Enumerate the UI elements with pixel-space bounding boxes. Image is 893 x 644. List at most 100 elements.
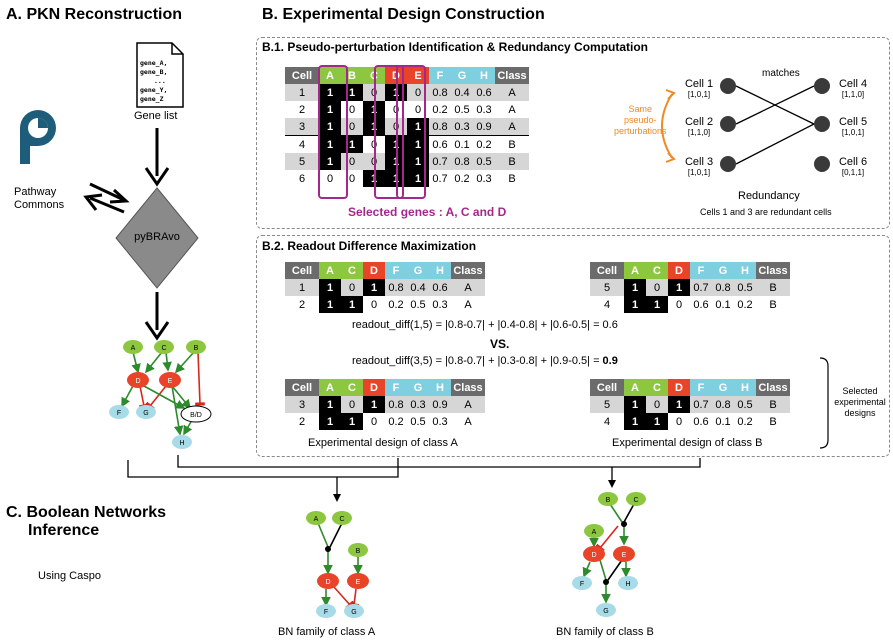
table-cell: 0.8 — [712, 396, 734, 413]
selected-line: designs — [844, 408, 876, 418]
bn-family-a: A C B D E F G — [306, 511, 369, 618]
table-cell: 3 — [285, 396, 319, 413]
pc-label-line: Pathway — [14, 186, 57, 198]
node-a — [584, 524, 604, 538]
same-line: perturbations — [614, 126, 667, 136]
table-cell: 0 — [646, 279, 668, 296]
node-label: H — [179, 440, 184, 447]
table-cell: 5 — [590, 396, 624, 413]
gene-list-document: gene_A, gene_B, ... gene_Y, gene_Z — [136, 42, 184, 108]
column-header: Cell — [590, 379, 624, 396]
table-cell: 0.5 — [407, 413, 429, 430]
node-label: B — [194, 345, 199, 352]
table-cell: 0.2 — [429, 101, 451, 118]
table-cell: A — [451, 413, 485, 430]
table-cell: 1 — [407, 153, 429, 170]
node-label: D — [325, 579, 330, 586]
table-cell: 1 — [285, 279, 319, 296]
table-cell: A — [451, 396, 485, 413]
table-cell: 0.9 — [473, 118, 495, 136]
same-pseudo-label: Same pseudo- perturbations — [614, 104, 667, 137]
column-header: C — [341, 262, 363, 279]
pybravo-label: pyBRAvo — [134, 231, 180, 243]
bn-label-a: BN family of class A — [278, 626, 376, 638]
column-header: Class — [756, 379, 790, 396]
table-cell: A — [495, 84, 529, 101]
pkn-network: A C B D E F G B/D H — [109, 340, 212, 449]
table-cell: 0.5 — [451, 101, 473, 118]
heading-c-line: C. Boolean Networks — [6, 504, 167, 521]
node-label: A — [131, 345, 136, 352]
cell3-node — [720, 156, 736, 172]
table-cell: 0.5 — [734, 396, 756, 413]
pathway-commons-logo-icon — [20, 110, 56, 164]
table-cell: 0 — [319, 170, 341, 187]
cell-vector: [1,0,1] — [687, 168, 711, 177]
column-header: E — [407, 67, 429, 84]
table-cell: 0.8 — [451, 153, 473, 170]
table-cell: 0 — [646, 396, 668, 413]
table-cell: 0.1 — [712, 413, 734, 430]
cell5-label: Cell 5 [1,0,1] — [836, 116, 870, 137]
table-cell: 0 — [341, 279, 363, 296]
cell2-label: Cell 2 [1,1,0] — [682, 116, 716, 137]
table-cell: 0.6 — [690, 296, 712, 313]
node-label: G — [603, 608, 608, 615]
matches-label: matches — [762, 68, 800, 79]
node-label: H — [625, 581, 630, 588]
table-cell: 1 — [319, 84, 341, 101]
table-cell: B — [756, 413, 790, 430]
gene-line: gene_Z — [140, 95, 164, 103]
table-cell: 0.6 — [429, 135, 451, 153]
table-cell: 0.8 — [429, 84, 451, 101]
table-cell: 0.8 — [385, 396, 407, 413]
table-cell: 1 — [646, 413, 668, 430]
node-label: F — [117, 410, 121, 417]
heading-b: B. Experimental Design Construction — [262, 6, 545, 23]
node-label: G — [143, 410, 148, 417]
cell-vector: [1,0,1] — [841, 128, 865, 137]
table-cell: 0 — [363, 413, 385, 430]
same-line: Same — [628, 104, 653, 114]
table-cell: 1 — [407, 135, 429, 153]
cell1-label: Cell 1 [1,0,1] — [682, 78, 716, 99]
panel-b2 — [256, 235, 890, 457]
node-d — [583, 546, 605, 562]
table-cell: B — [495, 170, 529, 187]
heading-b2: B.2. Readout Difference Maximization — [262, 239, 477, 253]
table-cell: 0.5 — [473, 153, 495, 170]
table-cell: 0.7 — [429, 153, 451, 170]
cell-vector: [0,1,1] — [841, 168, 865, 177]
table-cell: 0.8 — [712, 279, 734, 296]
bn-label-b: BN family of class B — [556, 626, 654, 638]
cell5-node — [814, 116, 830, 132]
selected-designs-label: Selected experimental designs — [832, 386, 888, 419]
column-header: G — [407, 262, 429, 279]
table-cell: 4 — [590, 296, 624, 313]
node-label: B — [606, 497, 611, 504]
cell1-node — [720, 78, 736, 94]
node-a — [123, 340, 143, 354]
column-header: G — [451, 67, 473, 84]
node-f — [572, 576, 592, 590]
column-header: G — [712, 379, 734, 396]
column-header: H — [734, 262, 756, 279]
column-header: H — [429, 379, 451, 396]
heading-c: C. Boolean Networks Inference — [6, 504, 166, 540]
table-cell: 0.5 — [407, 296, 429, 313]
pc-label-line: Commons — [14, 199, 65, 211]
selected-genes-label: Selected genes : A, C and D — [348, 205, 507, 219]
redundancy-caption: Cells 1 and 3 are redundant cells — [700, 207, 832, 217]
equation-1: readout_diff(1,5) = |0.8-0.7| + |0.4-0.8… — [352, 319, 618, 331]
table-cell: 1 — [624, 296, 646, 313]
column-header: A — [624, 379, 646, 396]
cell-name: Cell 6 — [838, 156, 868, 168]
table-cell: 1 — [624, 413, 646, 430]
column-header: A — [624, 262, 646, 279]
document-icon — [136, 42, 184, 108]
table-cell: 1 — [319, 101, 341, 118]
